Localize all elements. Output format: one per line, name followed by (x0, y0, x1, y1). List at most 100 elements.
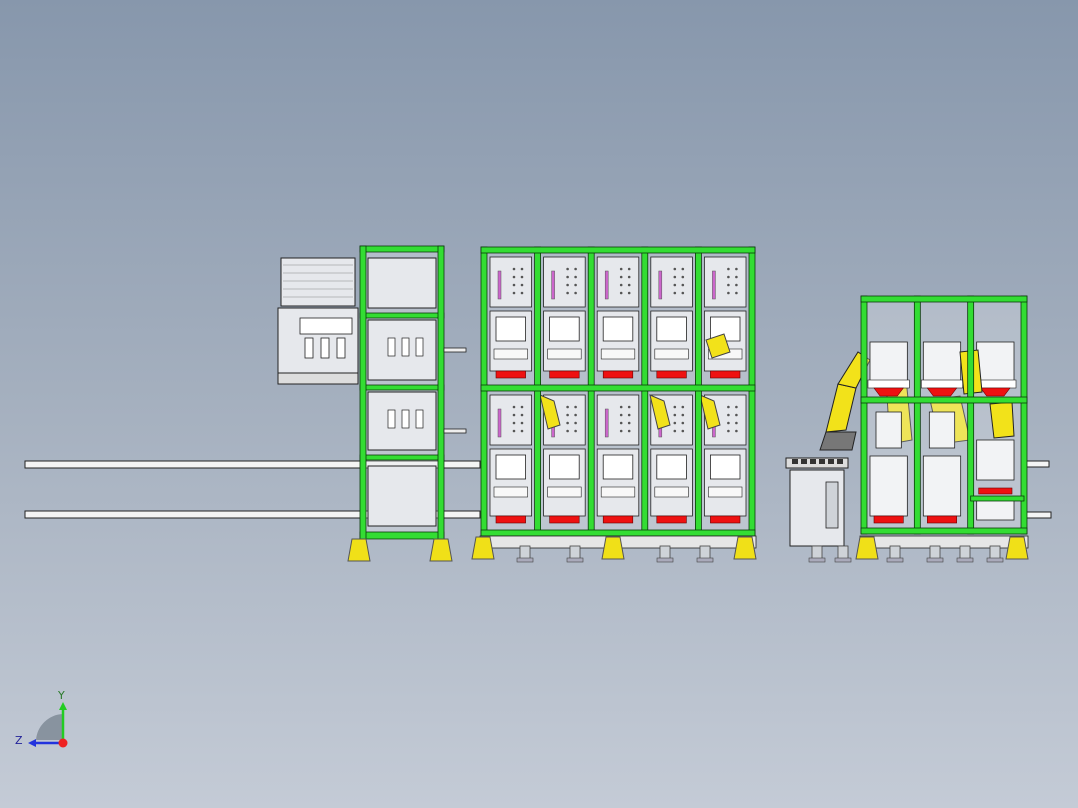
frame-bar (860, 527, 1028, 535)
panel-dot (673, 275, 677, 279)
panel-dot (681, 405, 685, 409)
panel-dot (673, 405, 677, 409)
control-panel (596, 256, 640, 308)
conveyor-roller (810, 459, 816, 464)
support-pad (986, 557, 1004, 563)
panel-dot (681, 267, 685, 271)
panel-dot (735, 291, 738, 295)
conveyor-roller (792, 459, 798, 464)
red-tray (980, 387, 1011, 397)
support-pad (516, 557, 534, 563)
panel-dot (574, 413, 577, 417)
fixture-plate (493, 486, 528, 498)
panel-dot (619, 429, 623, 433)
panel-dot (681, 413, 685, 417)
frame-bar (359, 312, 445, 319)
frame-a-cylinder (415, 409, 424, 429)
panel-dot (574, 291, 577, 295)
grid-cell (704, 256, 747, 379)
fixture-plate (493, 348, 528, 360)
frame-bar (437, 245, 445, 540)
frame-b-main-grid (471, 246, 757, 563)
fixture-plate (654, 486, 689, 498)
frame-bar (480, 384, 756, 392)
panel-dot (673, 413, 677, 417)
frame-c-right-cell (855, 295, 1029, 563)
frame-c-base (859, 535, 1029, 549)
panel-dot (512, 413, 516, 417)
indicator-strip (497, 408, 502, 438)
loader-cylinder (336, 337, 346, 359)
indicator-strip (712, 270, 716, 300)
panel-dot (627, 291, 631, 295)
panel-dot (681, 291, 685, 295)
frame-bar (641, 246, 649, 537)
chamber-window (549, 316, 580, 342)
panel-dot (566, 291, 569, 295)
panel-dot (512, 405, 516, 409)
support-pad (566, 557, 584, 563)
frame-bar (359, 245, 445, 253)
chamber-window (602, 454, 634, 480)
chamber-window (495, 454, 527, 480)
panel-dot (735, 405, 738, 409)
panel-dot (727, 283, 730, 287)
conveyor-roller (837, 459, 843, 464)
upper-module-base (867, 379, 910, 389)
red-tray (602, 515, 634, 524)
indicator-strip (497, 270, 502, 300)
chamber-window (656, 454, 687, 480)
red-tray (873, 515, 904, 524)
robot-arm-segment (699, 394, 721, 430)
red-tray (495, 515, 526, 524)
frame-a-box-top (367, 257, 437, 309)
panel-dot (566, 413, 569, 417)
panel-dot (681, 429, 685, 433)
table-door (825, 481, 839, 529)
red-tray (873, 387, 904, 397)
indicator-strip (604, 408, 609, 438)
lower-module-body (869, 455, 908, 517)
left-loader-module (277, 257, 359, 385)
robot-arm-segment (649, 394, 671, 430)
frame-a-cylinder (387, 337, 396, 357)
panel-dot (627, 283, 631, 287)
panel-dot (566, 421, 569, 425)
frame-a-cylinder (415, 337, 424, 357)
control-panel (596, 394, 640, 446)
z-axis-label: Z (15, 734, 23, 747)
frame-bar (359, 531, 445, 540)
frame-bar (748, 246, 756, 537)
panel-dot (619, 405, 623, 409)
panel-dot (520, 291, 524, 295)
panel-dot (727, 413, 730, 417)
chamber-window (602, 316, 634, 342)
panel-dot (681, 421, 685, 425)
chamber-window (495, 316, 527, 342)
support-pad (926, 557, 944, 563)
panel-dot (727, 421, 730, 425)
panel-dot (520, 275, 524, 279)
loader-cylinder (320, 337, 330, 359)
panel-dot (512, 283, 516, 287)
frame-bar (480, 246, 756, 254)
panel-dot (619, 413, 623, 417)
frame-a-cylinder (401, 409, 410, 429)
panel-dot (619, 283, 623, 287)
panel-dot (574, 275, 577, 279)
panel-dot (520, 283, 524, 287)
leveling-foot (855, 536, 879, 560)
panel-dot (520, 405, 524, 409)
red-tray (656, 515, 687, 524)
panel-dot (574, 405, 577, 409)
robot-arm-segment (705, 333, 731, 359)
leveling-foot (347, 538, 371, 562)
panel-dot (627, 413, 631, 417)
robot-lower-arm (825, 383, 857, 433)
panel-dot (727, 429, 730, 433)
control-panel (489, 256, 532, 308)
leveling-foot (733, 536, 757, 560)
panel-dot (619, 291, 623, 295)
